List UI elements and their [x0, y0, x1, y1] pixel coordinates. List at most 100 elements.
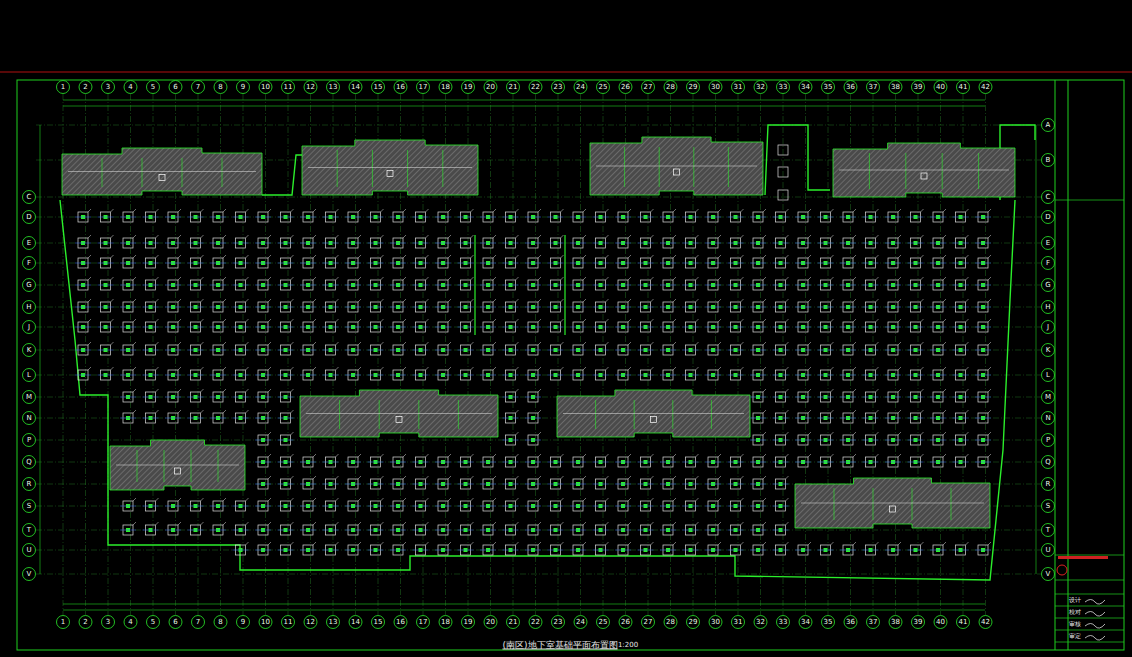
axis-letter: K	[1046, 347, 1051, 354]
axis-number: 29	[689, 619, 698, 626]
axis-number: 30	[711, 619, 720, 626]
axis-letter: B	[1046, 157, 1051, 164]
scale: 1:200	[618, 642, 638, 649]
tower-footprints	[62, 137, 1015, 528]
axis-number: 2	[83, 619, 87, 626]
axis-number: 3	[106, 84, 110, 91]
axis-number: 40	[936, 84, 945, 91]
axis-number: 13	[329, 619, 338, 626]
company-mark	[1058, 556, 1108, 559]
axis-number: 8	[218, 84, 222, 91]
basement-outline	[262, 155, 302, 195]
axis-letter: R	[1046, 481, 1051, 488]
axis-number: 42	[981, 84, 990, 91]
axis-number: 34	[801, 84, 810, 91]
signature	[1085, 600, 1105, 605]
axis-number: 23	[554, 84, 563, 91]
title-block-line	[1055, 594, 1124, 595]
axis-letter: J	[1047, 324, 1049, 331]
axis-letter: L	[1046, 372, 1050, 379]
axis-number: 35	[824, 84, 833, 91]
axis-letter: J	[28, 324, 30, 331]
axis-number: 36	[846, 619, 855, 626]
axis-number: 42	[981, 619, 990, 626]
axis-number: 39	[914, 619, 923, 626]
grid	[36, 94, 1043, 615]
axis-number: 15	[374, 84, 383, 91]
axis-number: 12	[306, 84, 315, 91]
axis-number: 38	[891, 84, 900, 91]
axis-number: 7	[196, 619, 200, 626]
title-block-cell: 校对	[1069, 609, 1081, 615]
signature	[1085, 624, 1105, 629]
axis-number: 31	[734, 619, 743, 626]
axis-letter: N	[26, 415, 31, 422]
axis-number: 13	[329, 84, 338, 91]
axis-number: 6	[173, 619, 177, 626]
axis-number: 5	[151, 619, 155, 626]
axis-letter: Q	[26, 459, 32, 466]
axis-letter: G	[1045, 282, 1050, 289]
axis-number: 27	[644, 84, 653, 91]
company-logo	[1057, 565, 1067, 575]
axis-number: 31	[734, 84, 743, 91]
axis-number: 9	[241, 84, 245, 91]
axis-letter: S	[27, 503, 31, 510]
axis-number: 18	[441, 84, 450, 91]
axis-letter: D	[26, 214, 31, 221]
axis-number: 22	[531, 84, 540, 91]
axis-number: 14	[351, 84, 360, 91]
axis-number: 25	[599, 84, 608, 91]
axis-number: 10	[261, 619, 270, 626]
axis-letter: P	[1046, 437, 1050, 444]
axis-number: 26	[621, 84, 630, 91]
axis-letter: U	[1045, 547, 1050, 554]
sheet-line	[0, 72, 1132, 73]
axis-number: 5	[151, 84, 155, 91]
title-block-line	[1055, 630, 1124, 631]
axis-letter: D	[1045, 214, 1050, 221]
title-block-line	[1055, 555, 1124, 556]
signature	[1085, 636, 1105, 641]
axis-letter: T	[1046, 527, 1050, 534]
axis-number: 8	[218, 619, 222, 626]
axis-number: 37	[869, 619, 878, 626]
axis-letter: T	[27, 527, 31, 534]
axis-letter: U	[26, 547, 31, 554]
axis-letter: A	[1046, 122, 1051, 129]
title-block-cell: 审核	[1069, 621, 1081, 627]
axis-number: 28	[666, 619, 675, 626]
title-block-line	[1055, 80, 1056, 650]
axis-letter: S	[1046, 503, 1050, 510]
axis-number: 24	[576, 84, 585, 91]
axis-number: 7	[196, 84, 200, 91]
axis-number: 17	[419, 619, 428, 626]
axis-number: 12	[306, 619, 315, 626]
title-block-line	[1055, 200, 1124, 201]
axis-number: 4	[128, 619, 132, 626]
title-block-line	[1055, 606, 1124, 607]
axis-number: 14	[351, 619, 360, 626]
axis-letter: E	[27, 240, 31, 247]
axis-number: 22	[531, 619, 540, 626]
axis-letter: H	[26, 304, 31, 311]
axis-letter: M	[1045, 394, 1051, 401]
axis-number: 24	[576, 619, 585, 626]
axis-number: 21	[509, 84, 518, 91]
axis-number: 1	[61, 619, 65, 626]
axis-number: 15	[374, 619, 383, 626]
axis-letter: C	[1046, 194, 1051, 201]
axis-number: 40	[936, 619, 945, 626]
axis-letter: E	[1046, 240, 1050, 247]
basement-outline	[765, 125, 830, 195]
axis-number: 23	[554, 619, 563, 626]
axis-number: 1	[61, 84, 65, 91]
axis-number: 26	[621, 619, 630, 626]
axis-number: 20	[486, 619, 495, 626]
axis-letter: L	[27, 372, 31, 379]
title-block-line	[1055, 618, 1124, 619]
axis-letter: M	[26, 394, 32, 401]
axis-letter: H	[1045, 304, 1050, 311]
